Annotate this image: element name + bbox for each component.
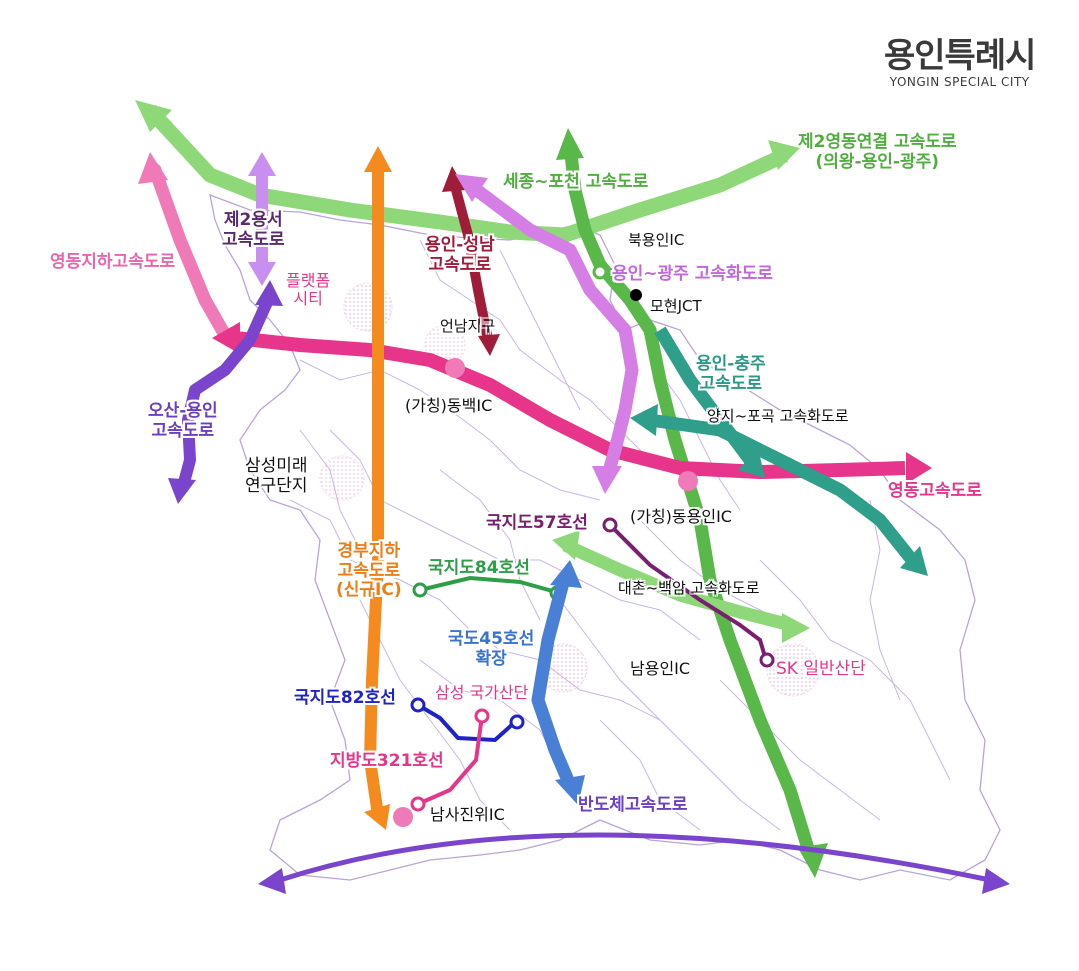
label-samsung-rnd: 삼성미래 연구단지 — [245, 456, 308, 496]
city-boundary — [209, 193, 1001, 881]
label-samsung-rnd-line2: 연구단지 — [245, 475, 308, 496]
label-yeongdong-underground: 영동지하고속도로 — [50, 252, 176, 272]
label-yongin-seongnam-line2: 고속도로 — [428, 254, 492, 275]
label-yongin-chungju-line1: 용인-충주 — [696, 354, 766, 374]
route-daechon-baegam — [552, 530, 810, 643]
route-semiconductor — [258, 832, 1010, 894]
label-yongin-seongnam: 용인-성남 고속도로 — [425, 235, 495, 275]
label-lr321: 지방도321호선 — [330, 751, 444, 771]
label-yongin-chungju: 용인-충주 고속도로 — [696, 354, 766, 394]
route-yongin-chungju — [630, 326, 928, 576]
site-markers — [319, 282, 820, 697]
route-yongin-gwangju — [455, 174, 639, 494]
label-platform-city-line1: 플랫폼 — [286, 271, 331, 290]
label-gyeongbu-line2: 고속도로 — [337, 560, 401, 581]
label-namsajinwi-ic: 남사진위IC — [430, 805, 505, 824]
label-2nd-yongseo-line2: 고속도로 — [222, 229, 285, 250]
label-dongbaek-ic: (가칭)동백IC — [405, 396, 493, 415]
label-dongyongin-ic: (가칭)동용인IC — [630, 507, 732, 526]
label-namyongin-ic: 남용인IC — [630, 659, 691, 678]
label-osan-yongin-line1: 오산-용인 — [148, 401, 218, 421]
route-sejong-pocheon — [556, 128, 828, 878]
label-osan-yongin: 오산-용인 고속도로 — [148, 401, 218, 441]
route-gyeongbu-underground — [364, 146, 392, 830]
route-nr84 — [412, 575, 565, 601]
logo-korean: 용인특례시 — [884, 36, 1036, 76]
label-nr82: 국지도82호선 — [294, 688, 396, 708]
label-platform-city: 플랫폼 시티 — [286, 271, 331, 309]
route-osan-yongin — [168, 280, 283, 504]
label-gyeongbu-line3: (신규IC) — [336, 580, 402, 601]
yongin-logo: 용인특례시 YONGIN SPECIAL CITY — [884, 28, 1036, 89]
label-2nd-yongseo-line1: 제2용서 — [223, 210, 283, 230]
label-eonnam: 언남지구 — [440, 317, 496, 335]
route-yongin-seongnam — [442, 166, 500, 356]
samsung-rnd-site — [319, 455, 365, 501]
label-2nd-yongseo: 제2용서 고속도로 — [222, 210, 285, 250]
route-nr82 — [410, 697, 525, 743]
label-2nd-yeongdong-line1: 제2영동연결 고속도로 — [798, 132, 957, 152]
label-nr45-line2: 확장 — [475, 648, 507, 669]
bukyongin-node — [592, 264, 608, 280]
label-sejong-pocheon: 세종~포천 고속도로 — [503, 172, 649, 192]
label-nr45: 국도45호선 확장 — [448, 629, 535, 669]
label-semiconductor: 반도체고속도로 — [578, 795, 688, 815]
route-2nd-yongseo — [248, 152, 276, 286]
label-samsung-national: 삼성 국가산단 — [435, 683, 529, 702]
label-samsung-rnd-line1: 삼성미래 — [245, 456, 308, 476]
label-nr45-line1: 국도45호선 — [448, 629, 535, 649]
label-yongin-chungju-line2: 고속도로 — [699, 373, 763, 394]
label-gyeongbu-line1: 경부지하 — [337, 541, 401, 561]
route-yeongdong-underground — [138, 152, 232, 342]
label-nr84: 국지도84호선 — [428, 558, 530, 578]
interchanges — [393, 264, 698, 827]
route-lr321 — [410, 708, 490, 812]
label-yongin-gwangju: 용인~광주 고속화도로 — [612, 264, 773, 284]
platform-city-site — [343, 282, 393, 332]
route-nr57 — [602, 517, 775, 668]
route-2nd-yeongdong — [135, 100, 800, 243]
label-nr57: 국지도57호선 — [486, 513, 588, 533]
dongyongin-node — [678, 471, 698, 491]
label-sk-complex: SK 일반산단 — [776, 659, 866, 679]
label-osan-yongin-line2: 고속도로 — [151, 420, 215, 441]
sk-complex-site — [766, 643, 820, 697]
label-2nd-yeongdong: 제2영동연결 고속도로 (의왕-용인-광주) — [798, 132, 957, 172]
mohyeon-node — [630, 289, 642, 301]
route-nr45 — [531, 560, 585, 805]
label-platform-city-line2: 시티 — [293, 289, 323, 309]
label-mohyeon-jct: 모현JCT — [650, 297, 702, 315]
label-2nd-yeongdong-line2: (의왕-용인-광주) — [815, 151, 940, 172]
label-gyeongbu-underground: 경부지하 고속도로 (신규IC) — [336, 541, 402, 601]
label-daechon-baegam: 대촌~백암 고속화도로 — [618, 579, 760, 597]
logo-english: YONGIN SPECIAL CITY — [889, 75, 1030, 89]
route-yeongdong — [212, 322, 932, 484]
namsajinwi-node — [393, 807, 413, 827]
eonnam-node — [445, 358, 465, 378]
label-yeongdong-expressway: 영동고속도로 — [888, 481, 982, 501]
label-yongin-seongnam-line1: 용인-성남 — [425, 235, 495, 255]
label-bukyongin-ic: 북용인IC — [628, 231, 685, 249]
label-yangji-pogok: 양지~포곡 고속화도로 — [707, 407, 849, 425]
